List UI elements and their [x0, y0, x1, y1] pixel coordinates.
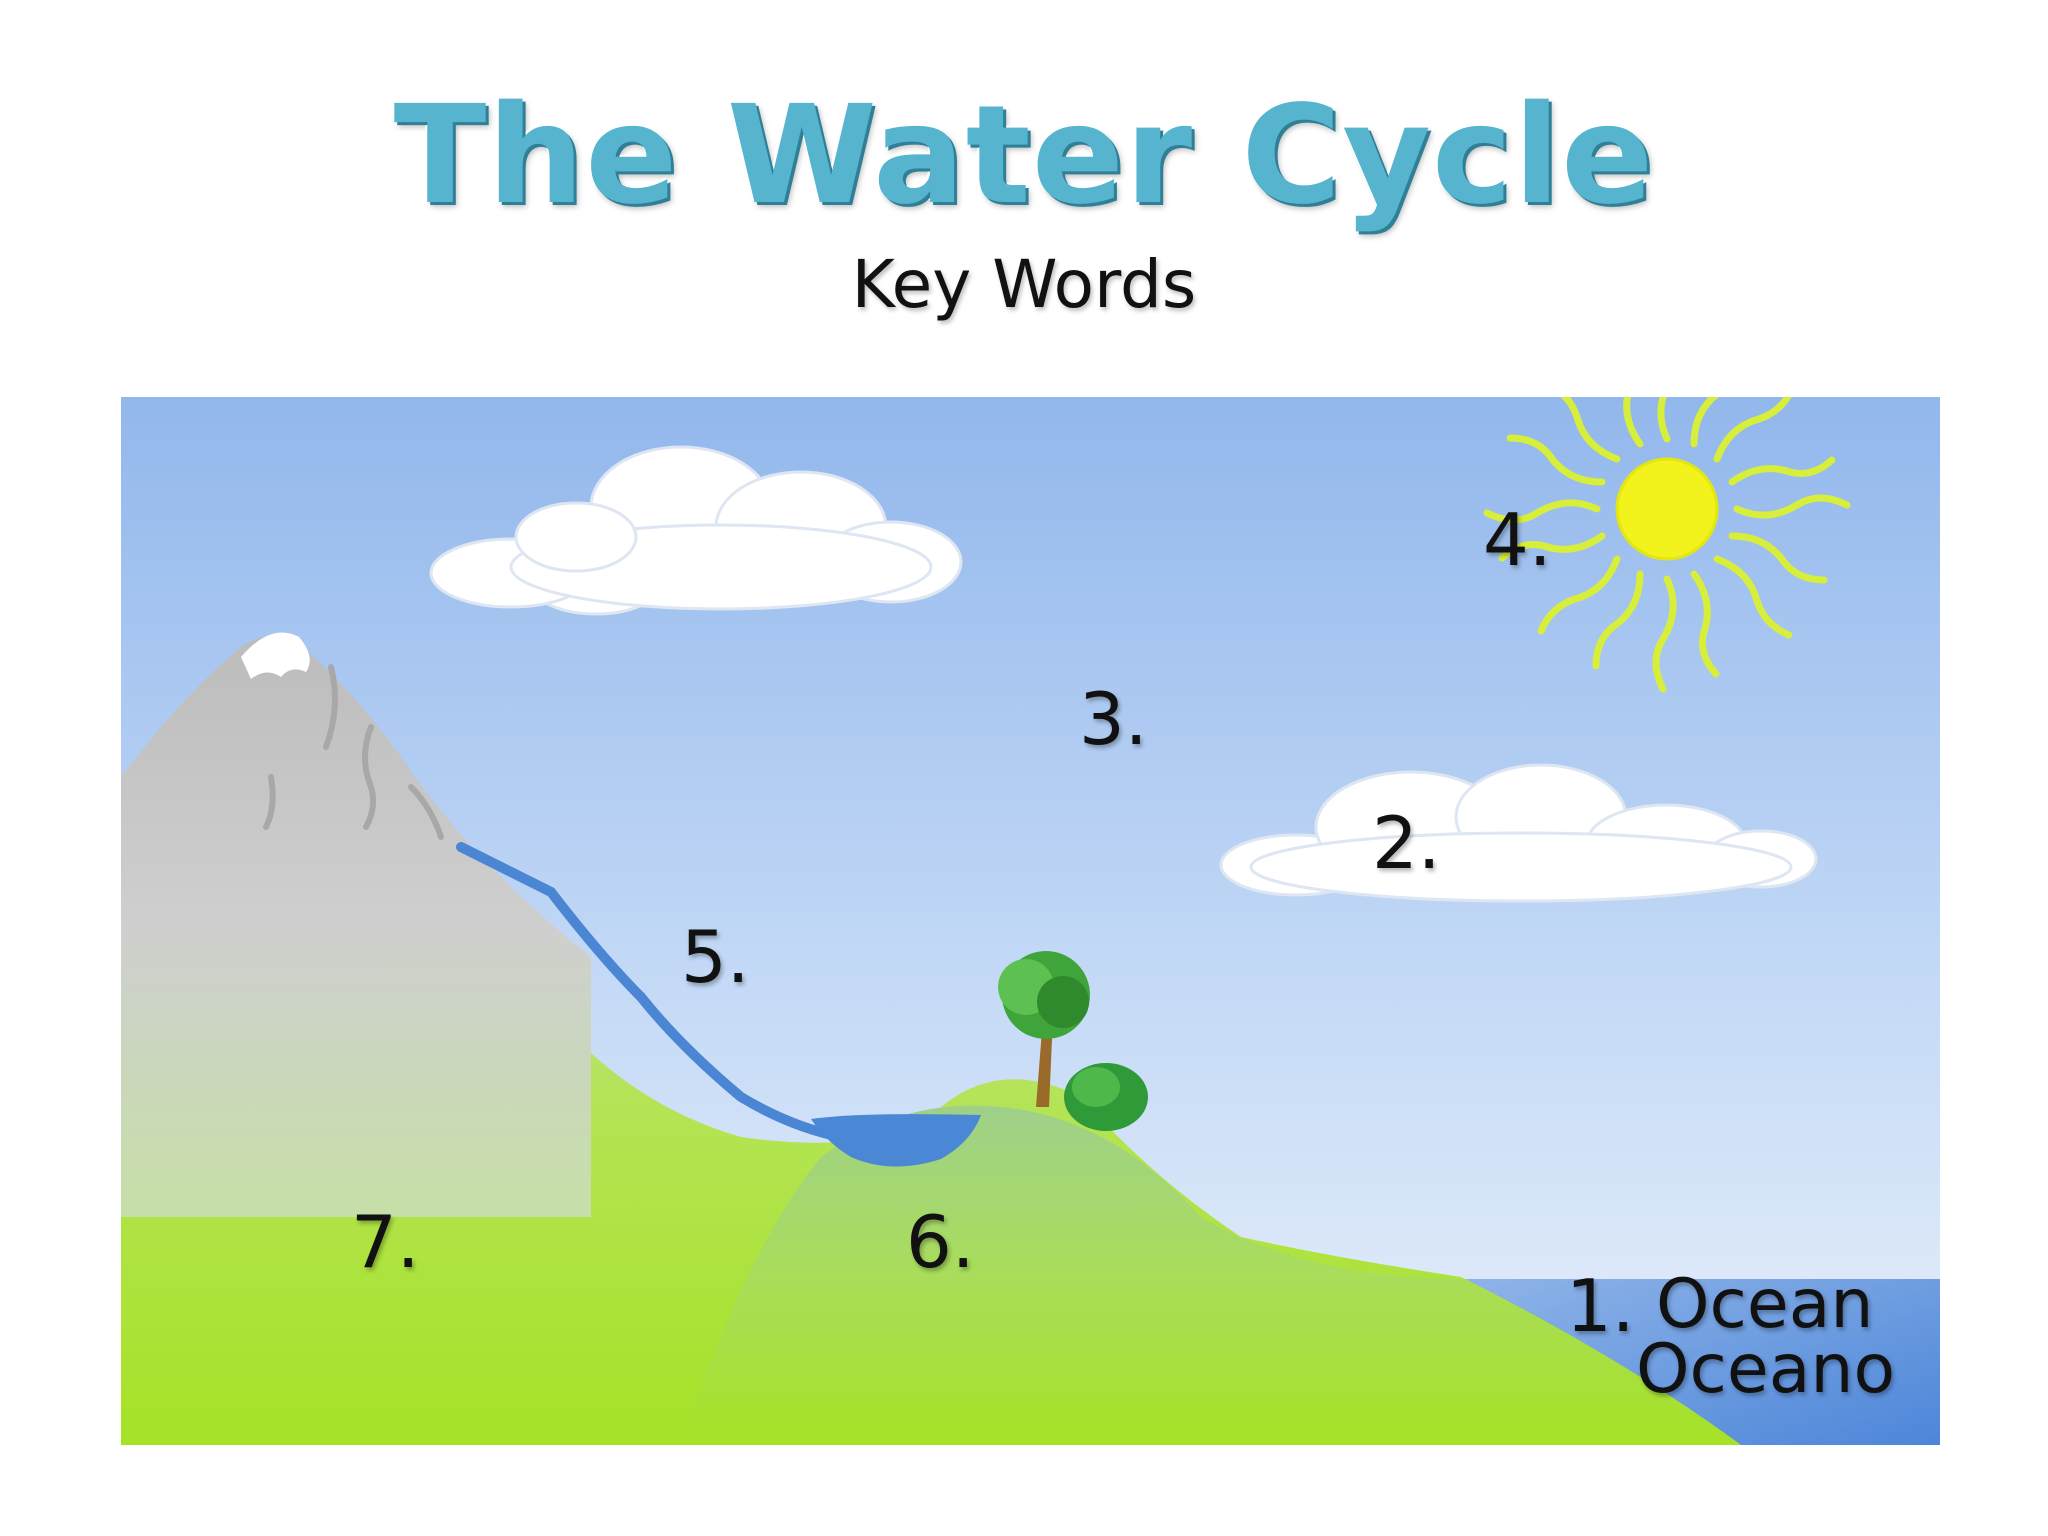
cloud-right — [1219, 763, 1818, 903]
label-2: 2. — [1372, 801, 1441, 885]
label-4: 4. — [1483, 498, 1552, 582]
scene-illustration — [121, 397, 1940, 1445]
label-7: 7. — [351, 1200, 420, 1284]
mountain — [121, 635, 591, 1217]
label-1: 1. — [1566, 1264, 1635, 1348]
water-cycle-scene: 4. 3. 2. 5. 7. 6. 1. Ocean Oceano — [121, 397, 1940, 1445]
snow-cap — [241, 632, 310, 679]
ocean-spanish: Oceano — [1636, 1329, 1896, 1409]
ocean-english: Ocean — [1656, 1265, 1874, 1344]
page-title: The Water Cycle — [393, 77, 1655, 235]
label-3: 3. — [1079, 677, 1148, 761]
river — [456, 842, 846, 1142]
label-6: 6. — [906, 1200, 975, 1284]
label-5: 5. — [681, 915, 750, 999]
ocean-label: Ocean Oceano — [1636, 1265, 1895, 1403]
hill — [681, 1105, 1741, 1445]
lake — [811, 1114, 981, 1167]
mountain-crevices — [263, 664, 444, 840]
sun-icon — [1483, 397, 1851, 693]
page-subtitle: Key Words — [851, 246, 1197, 323]
cloud-top — [429, 445, 963, 616]
tree-icon — [998, 951, 1090, 1107]
bush-icon — [1064, 1063, 1148, 1131]
